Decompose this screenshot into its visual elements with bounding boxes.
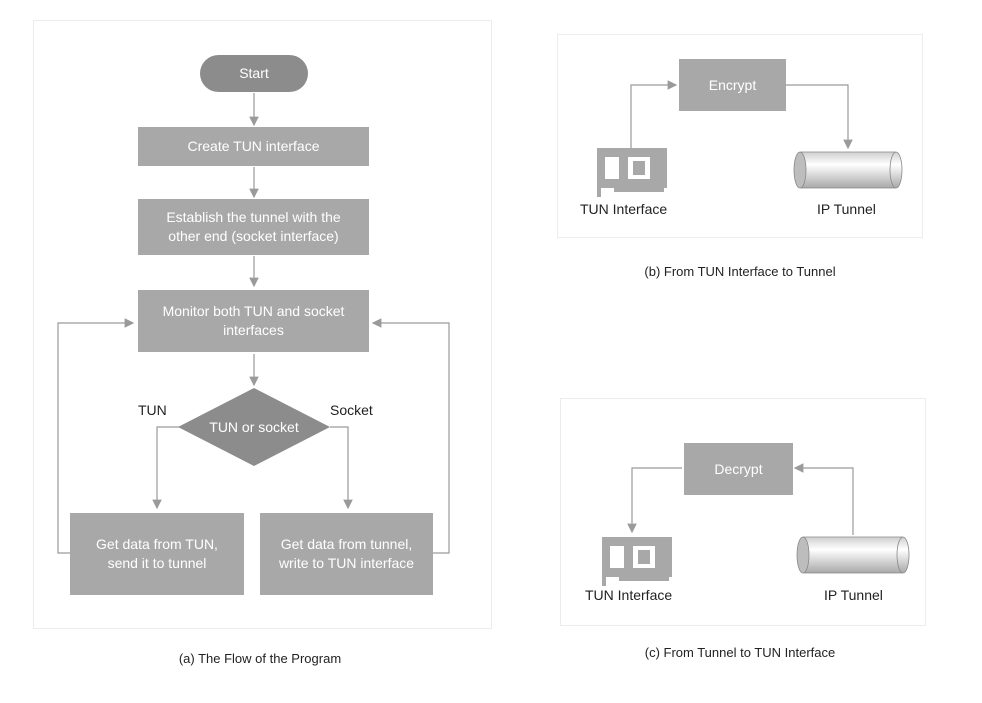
tun-interface-label-c: TUN Interface <box>585 587 673 603</box>
monitor-step: Monitor both TUN and socket interfaces <box>138 290 369 352</box>
decrypt-panel <box>560 398 926 626</box>
arrow-tunnel-to-decrypt <box>793 463 854 535</box>
start-terminator-shape <box>200 55 308 92</box>
flow-caption: (a) The Flow of the Program <box>178 651 342 666</box>
arrow-encrypt-to-tunnel <box>786 84 853 150</box>
decision-diamond-shape <box>178 388 330 466</box>
socket-branch-label: Socket <box>330 402 373 418</box>
decision-node: TUN or socket <box>209 418 299 435</box>
arrow-tun-to-encrypt <box>630 80 678 148</box>
ip-tunnel-label-c: IP Tunnel <box>824 587 883 603</box>
arrow-right-loop <box>371 318 450 554</box>
create-tun-step: Create TUN interface <box>138 127 369 166</box>
network-card-icon <box>602 537 672 586</box>
start-terminator: Start <box>239 65 269 81</box>
decrypt-caption: (c) From Tunnel to TUN Interface <box>644 645 836 660</box>
tunnel-to-tun-step: Get data from tunnel, write to TUN inter… <box>260 513 433 595</box>
tun-branch-label: TUN <box>138 402 167 418</box>
tun-interface-label-b: TUN Interface <box>580 201 668 217</box>
tun-to-tunnel-step: Get data from TUN, send it to tunnel <box>70 513 244 595</box>
establish-tunnel-step: Establish the tunnel with the other end … <box>138 199 369 255</box>
arrow-decision-to-left <box>152 426 182 510</box>
encrypt-step: Encrypt <box>679 59 786 111</box>
arrow-decision-to-right <box>330 426 353 510</box>
tube-icon <box>793 151 903 189</box>
encrypt-caption: (b) From TUN Interface to Tunnel <box>644 264 836 279</box>
ip-tunnel-label-b: IP Tunnel <box>817 201 876 217</box>
tube-icon <box>796 536 910 574</box>
arrow-decrypt-to-tun <box>627 467 682 534</box>
decrypt-step: Decrypt <box>684 443 793 495</box>
network-card-icon <box>597 148 667 197</box>
arrow-left-loop <box>57 318 135 554</box>
